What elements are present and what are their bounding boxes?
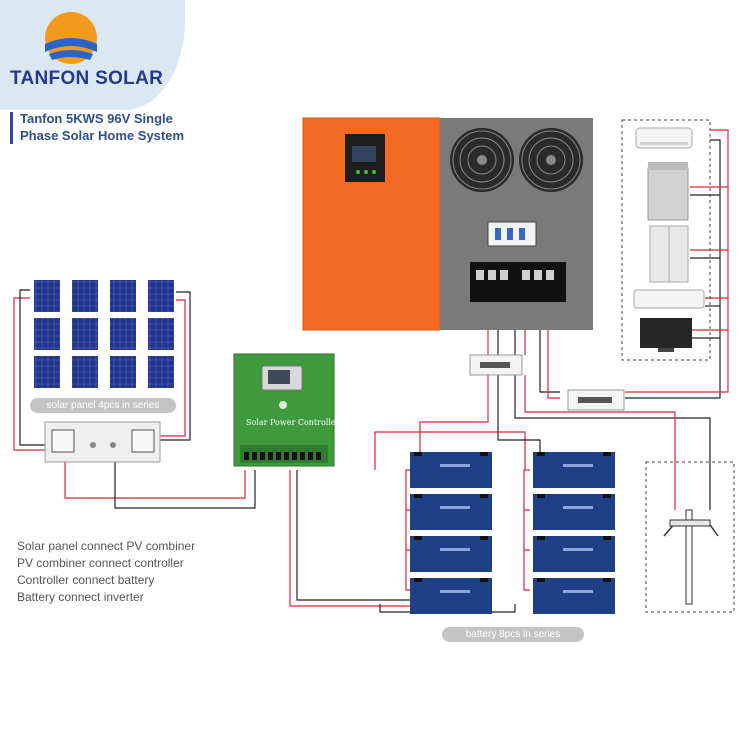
fan-icon — [519, 128, 583, 192]
brand-name: TANFON SOLAR — [10, 68, 164, 89]
sun-logo-icon — [45, 12, 97, 64]
lcd-display-icon — [352, 146, 376, 162]
solar-panel-label: solar panel 4pcs in series — [30, 398, 176, 413]
batt-series-1 — [374, 431, 526, 470]
battery — [533, 536, 615, 572]
ac-unit-icon — [633, 289, 705, 309]
connection-notes: Solar panel connect PV combiner PV combi… — [17, 538, 195, 606]
title-line-2: Phase Solar Home System — [20, 128, 185, 143]
ac-unit-icon — [635, 127, 693, 149]
batt-right-link — [523, 469, 530, 591]
app-bus-red — [625, 129, 729, 393]
note-1: Solar panel connect PV combiner — [17, 539, 196, 553]
hybrid-inverter — [302, 117, 593, 331]
refrigerator-icon — [649, 225, 689, 283]
note-4: Battery connect inverter — [17, 590, 144, 604]
inv-app-black — [539, 300, 560, 393]
water-heater-icon — [645, 461, 735, 613]
controller-label: Solar Power Controller — [246, 418, 340, 427]
title-line-1: Tanfon 5KWS 96V Single — [20, 111, 173, 126]
box-down-black — [514, 375, 711, 510]
note-3: Controller connect battery — [17, 573, 155, 587]
fan-icon — [450, 128, 514, 192]
inv-app-red — [547, 300, 560, 399]
panel-wire-red — [13, 297, 55, 451]
ac-breaker-box — [567, 389, 625, 411]
solar-panel-array — [34, 280, 174, 388]
battery — [533, 452, 615, 488]
battery — [533, 578, 615, 614]
appliance-group — [621, 119, 711, 361]
battery — [410, 494, 492, 530]
batt-left-link — [405, 469, 410, 591]
page-title: Tanfon 5KWS 96V Single Phase Solar Home … — [20, 110, 220, 144]
panel-wire-red-right — [160, 299, 186, 437]
ctrl-batt-red — [289, 470, 410, 607]
combiner-ctrl-red — [64, 460, 246, 499]
panel-wire-black — [19, 289, 55, 446]
box-down-red — [524, 375, 676, 510]
pv-combiner-box — [44, 421, 161, 463]
lcd-display-icon — [268, 370, 290, 384]
battery — [410, 536, 492, 572]
solar-charge-controller — [233, 353, 335, 467]
note-2: PV combiner connect controller — [17, 556, 184, 570]
battery-bank — [410, 452, 615, 614]
tv-icon — [640, 318, 692, 352]
washing-machine-icon — [647, 162, 689, 221]
ctrl-batt-black — [296, 470, 410, 601]
battery — [533, 494, 615, 530]
battery-label: battery 8pcs in series — [442, 627, 584, 642]
title-accent — [10, 112, 13, 144]
app-bus-black — [625, 139, 721, 399]
panel-wire-black-right — [160, 291, 191, 441]
combiner-ctrl-black — [114, 460, 256, 509]
battery — [410, 578, 492, 614]
dc-breaker-box — [469, 354, 523, 376]
battery — [410, 452, 492, 488]
